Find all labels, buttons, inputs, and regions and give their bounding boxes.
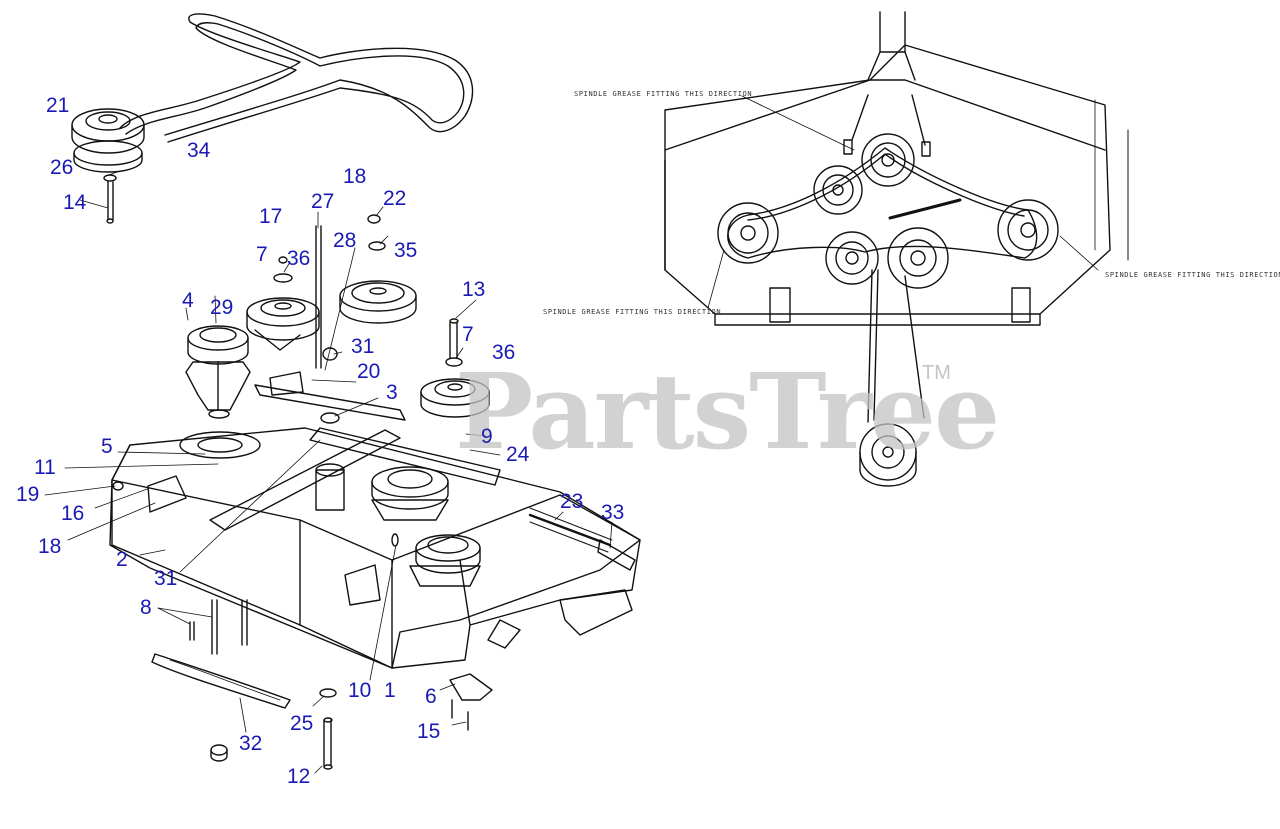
callout-27[interactable]: 27 (311, 190, 335, 213)
note-grease-fitting-right: SPINDLE GREASE FITTING THIS DIRECTION (1105, 271, 1280, 279)
drive-belt (119, 13, 474, 143)
leader-lines (44, 170, 613, 774)
callout-9[interactable]: 9 (481, 425, 493, 448)
callout-36-left[interactable]: 36 (287, 247, 311, 270)
callout-36-right[interactable]: 36 (492, 341, 516, 364)
callout-31-top[interactable]: 31 (351, 335, 375, 358)
callout-32[interactable]: 32 (239, 732, 263, 755)
left-spindle (185, 325, 251, 419)
callout-21[interactable]: 21 (46, 94, 70, 117)
deck-belt-routing-view (664, 11, 1129, 487)
note-grease-fitting-bottom: SPINDLE GREASE FITTING THIS DIRECTION (543, 308, 722, 316)
pto-clutch (71, 108, 145, 224)
callout-7-left[interactable]: 7 (256, 243, 268, 266)
callout-2[interactable]: 2 (116, 548, 128, 571)
callout-1[interactable]: 1 (384, 679, 396, 702)
note-grease-fitting-top: SPINDLE GREASE FITTING THIS DIRECTION (574, 90, 753, 98)
callout-4[interactable]: 4 (182, 289, 194, 312)
callout-14[interactable]: 14 (63, 191, 87, 214)
callout-8[interactable]: 8 (140, 596, 152, 619)
callout-18-top[interactable]: 18 (343, 165, 367, 188)
callout-15[interactable]: 15 (417, 720, 441, 743)
callout-13[interactable]: 13 (462, 278, 486, 301)
callout-29[interactable]: 29 (210, 296, 234, 319)
blade-and-bolts (151, 599, 337, 770)
callout-28[interactable]: 28 (333, 229, 357, 252)
callout-25[interactable]: 25 (290, 712, 314, 735)
callout-3[interactable]: 3 (386, 381, 398, 404)
callout-17[interactable]: 17 (259, 205, 283, 228)
callout-16[interactable]: 16 (61, 502, 85, 525)
mower-deck (109, 371, 641, 731)
callout-31-bottom[interactable]: 31 (154, 567, 178, 590)
watermark-brand: PartsTree (455, 350, 1000, 473)
callout-5[interactable]: 5 (101, 435, 113, 458)
callout-23[interactable]: 23 (560, 490, 584, 513)
callout-19[interactable]: 19 (16, 483, 40, 506)
callout-22[interactable]: 22 (383, 187, 407, 210)
callout-26[interactable]: 26 (50, 156, 74, 179)
callout-6[interactable]: 6 (425, 685, 437, 708)
callout-10[interactable]: 10 (348, 679, 372, 702)
watermark-trademark: TM (922, 362, 951, 384)
callout-34[interactable]: 34 (187, 139, 211, 162)
callout-12[interactable]: 12 (287, 765, 311, 788)
callout-24[interactable]: 24 (506, 443, 530, 466)
idler-pulley-set (246, 214, 490, 424)
callout-20[interactable]: 20 (357, 360, 381, 383)
callout-33[interactable]: 33 (601, 501, 625, 524)
callout-18-left[interactable]: 18 (38, 535, 62, 558)
callout-35[interactable]: 35 (394, 239, 418, 262)
callout-7-right[interactable]: 7 (462, 323, 474, 346)
callout-11[interactable]: 11 (34, 456, 56, 479)
